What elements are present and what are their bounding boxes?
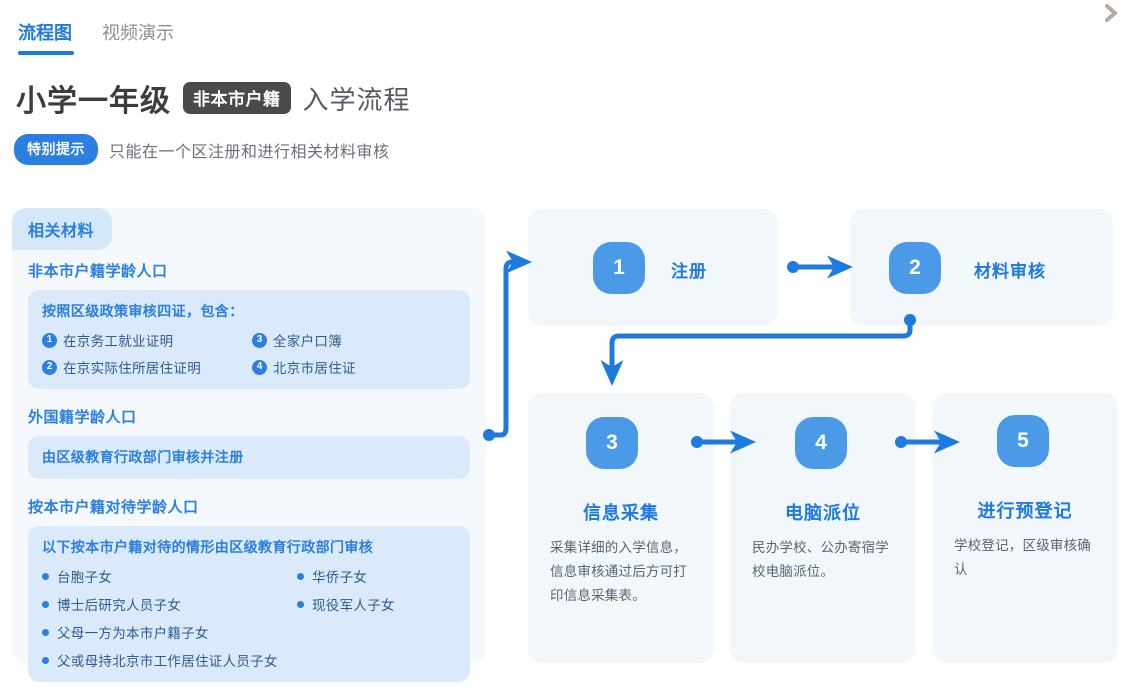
- list-item: 3 全家户口簿: [252, 330, 456, 350]
- flow-card-title: 进行预登记: [977, 501, 1073, 521]
- tab-active-underline: [18, 51, 74, 55]
- step-number-badge: 4: [795, 417, 847, 469]
- materials-heading-3: 按本市户籍对待学龄人口: [28, 499, 199, 516]
- chevron-right-icon[interactable]: [1103, 2, 1121, 24]
- step-number-badge: 1: [593, 242, 645, 294]
- flow-card-step-4[interactable]: 4 电脑派位 民办学校、公办寄宿学校电脑派位。: [730, 393, 916, 663]
- list-item: 1 在京务工就业证明: [42, 330, 246, 350]
- flow-card-title: 材料审核: [974, 262, 1046, 281]
- materials-numbered-list: 1 在京务工就业证明 3 全家户口簿 2 在京实际住所居住证明 4 北京市居住证: [42, 330, 456, 377]
- list-item-label: 在京务工就业证明: [63, 334, 174, 349]
- number-badge: 2: [42, 359, 57, 375]
- tab-video-demo-label: 视频演示: [102, 23, 174, 43]
- title-chip-badge: 非本市户籍: [183, 82, 291, 114]
- flow-card-step-2[interactable]: 2 材料审核: [850, 209, 1113, 326]
- materials-panel: 相关材料 非本市户籍学龄人口 按照区级政策审核四证，包含： 1 在京务工就业证明…: [12, 208, 486, 682]
- list-item-spacer: [297, 650, 456, 670]
- list-item: 父或母持北京市工作居住证人员子女: [42, 650, 297, 670]
- title-tail: 入学流程: [302, 84, 411, 115]
- title-main: 小学一年级: [16, 85, 171, 118]
- materials-box-1: 按照区级政策审核四证，包含： 1 在京务工就业证明 3 全家户口簿 2 在京实际…: [28, 290, 470, 389]
- connector-step1-to-step2: [787, 255, 854, 279]
- step-number-badge: 2: [889, 242, 941, 294]
- materials-box-2-text: 由区级教育行政部门审核并注册: [42, 449, 244, 465]
- bullet-dot-icon: [42, 628, 49, 636]
- bullet-dot-icon: [42, 572, 49, 580]
- tab-bar: 流程图 视频演示: [18, 20, 174, 55]
- flow-card-description: 采集详细的入学信息，信息审核通过后方可打印信息采集表。: [550, 540, 687, 603]
- materials-panel-tab: 相关材料: [12, 208, 113, 250]
- materials-box-3: 以下按本市户籍对待的情形由区级教育行政部门审核 台胞子女 华侨子女 博士后研究人…: [28, 526, 470, 682]
- tab-flowchart-label: 流程图: [18, 23, 72, 43]
- materials-box-2: 由区级教育行政部门审核并注册: [28, 436, 470, 479]
- materials-heading-2: 外国籍学龄人口: [28, 409, 137, 426]
- materials-bullet-list: 台胞子女 华侨子女 博士后研究人员子女 现役军人子女: [42, 566, 456, 670]
- materials-body: 非本市户籍学龄人口 按照区级政策审核四证，包含： 1 在京务工就业证明 3 全家…: [12, 208, 486, 682]
- list-item-label: 全家户口簿: [273, 334, 342, 349]
- flow-card-step-1[interactable]: 1 注册: [528, 209, 778, 326]
- tip-badge: 特别提示: [14, 134, 98, 165]
- tip-text: 只能在一个区注册和进行相关材料审核: [109, 143, 390, 161]
- flow-card-description: 学校登记，区级审核确认: [954, 538, 1091, 577]
- flow-card-title: 信息采集: [583, 503, 659, 523]
- list-item-label: 台胞子女: [57, 570, 113, 585]
- page-title: 小学一年级 非本市户籍 入学流程: [16, 76, 411, 120]
- list-item: 4 北京市居住证: [252, 357, 456, 377]
- materials-box-3-title: 以下按本市户籍对待的情形由区级教育行政部门审核: [42, 539, 374, 555]
- list-item-label: 现役军人子女: [312, 598, 395, 613]
- list-item-label: 北京市居住证: [273, 361, 356, 376]
- list-item-label: 在京实际住所居住证明: [63, 361, 201, 376]
- bullet-dot-icon: [297, 600, 304, 608]
- list-item: 华侨子女: [297, 566, 456, 586]
- connector-materials-to-step1: [483, 250, 533, 441]
- tab-flowchart[interactable]: 流程图: [18, 20, 74, 55]
- list-item-label: 父或母持北京市工作居住证人员子女: [57, 654, 278, 669]
- tip-row: 特别提示 只能在一个区注册和进行相关材料审核: [14, 134, 390, 165]
- number-badge: 4: [252, 359, 267, 375]
- flow-card-title: 注册: [671, 262, 707, 281]
- list-item: 台胞子女: [42, 566, 297, 586]
- list-item-label: 父母一方为本市户籍子女: [57, 626, 209, 641]
- list-item-label: 博士后研究人员子女: [57, 598, 182, 613]
- step-number-badge: 5: [997, 415, 1049, 467]
- list-item-spacer: [297, 622, 456, 642]
- tab-video-demo[interactable]: 视频演示: [102, 20, 174, 55]
- bullet-dot-icon: [297, 572, 304, 580]
- flow-card-step-5[interactable]: 5 进行预登记 学校登记，区级审核确认: [932, 393, 1118, 663]
- list-item: 博士后研究人员子女: [42, 594, 297, 614]
- step-number-badge: 3: [586, 417, 638, 469]
- flow-card-step-3[interactable]: 3 信息采集 采集详细的入学信息，信息审核通过后方可打印信息采集表。: [528, 393, 714, 663]
- number-badge: 1: [42, 332, 57, 348]
- bullet-dot-icon: [42, 600, 49, 608]
- materials-heading-1: 非本市户籍学龄人口: [28, 263, 168, 280]
- list-item-label: 华侨子女: [312, 570, 368, 585]
- materials-box-1-title: 按照区级政策审核四证，包含：: [42, 303, 244, 319]
- bullet-dot-icon: [42, 656, 49, 664]
- list-item: 现役军人子女: [297, 594, 456, 614]
- flow-card-title: 电脑派位: [785, 503, 861, 523]
- list-item: 父母一方为本市户籍子女: [42, 622, 297, 642]
- list-item: 2 在京实际住所居住证明: [42, 357, 246, 377]
- number-badge: 3: [252, 332, 267, 348]
- flow-card-description: 民办学校、公办寄宿学校电脑派位。: [752, 540, 889, 579]
